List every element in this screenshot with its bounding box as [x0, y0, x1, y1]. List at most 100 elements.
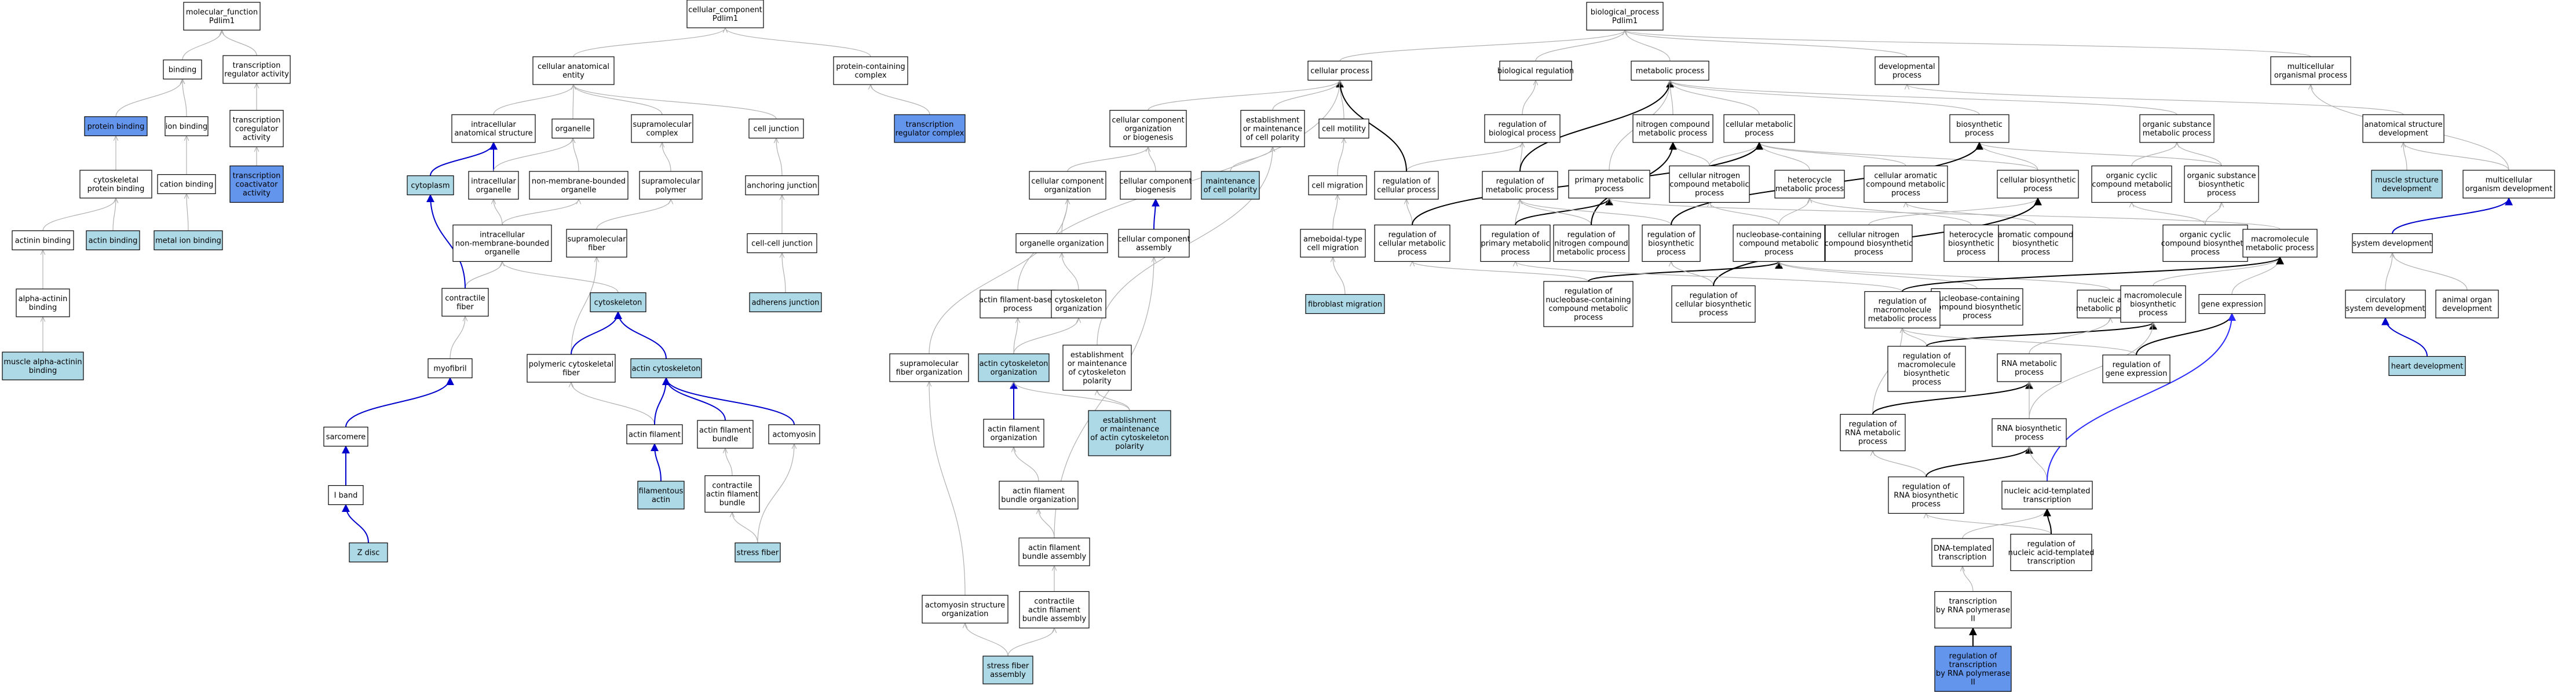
go-term-node-binding[interactable]: binding: [163, 59, 202, 80]
go-term-node-intracellnonmembr[interactable]: intracellularnon-membrane-boundedorganel…: [452, 224, 552, 262]
go-term-node-myofibril[interactable]: myofibril: [427, 358, 473, 379]
go-term-node-metalionbind[interactable]: metal ion binding: [154, 230, 223, 251]
go-term-node-celljunction[interactable]: cell junction: [748, 118, 804, 139]
go-term-node-heartdev[interactable]: heart development: [2388, 356, 2466, 376]
go-term-node-organelleorg[interactable]: organelle organization: [1015, 233, 1108, 254]
go-term-node-iband[interactable]: I band: [328, 485, 364, 506]
go-term-node-cellmotility[interactable]: cell motility: [1318, 118, 1369, 139]
go-term-node-geneexpr[interactable]: gene expression: [2198, 294, 2266, 314]
go-term-node-regmacromolbiosyn[interactable]: regulation ofmacromoleculebiosyntheticpr…: [1887, 346, 1966, 392]
go-term-node-organelle[interactable]: organelle: [551, 118, 594, 139]
go-term-node-cytoskeleton[interactable]: cytoskeleton: [590, 292, 646, 313]
go-term-node-actinfilament[interactable]: actin filament: [626, 424, 683, 445]
go-term-node-adherensjunction[interactable]: adherens junction: [749, 292, 822, 313]
go-term-node-cytoplasm[interactable]: cytoplasm: [407, 175, 454, 196]
go-term-node-metabproc[interactable]: metabolic process: [1631, 60, 1709, 81]
go-term-node-zdisc[interactable]: Z disc: [349, 542, 388, 563]
go-term-node-fibroblastmig[interactable]: fibroblast migration: [1305, 294, 1385, 314]
go-term-node-cationbind[interactable]: cation binding: [157, 174, 216, 195]
go-term-node-cellcelljunction[interactable]: cell-cell junction: [747, 233, 817, 254]
go-term-node-systemdev[interactable]: system development: [2352, 233, 2433, 254]
go-term-node-actomyosin[interactable]: actomyosin: [768, 424, 820, 445]
go-term-node-actininbind[interactable]: actinin binding: [12, 230, 74, 251]
go-term-node-sarcomere[interactable]: sarcomere: [323, 426, 368, 447]
go-term-node-actincytosk[interactable]: actin cytoskeleton: [630, 358, 702, 379]
go-term-node-cellmigration[interactable]: cell migration: [1308, 175, 1367, 196]
go-term-node-bioreg[interactable]: biological regulation: [1497, 60, 1574, 81]
go-term-node-protbind[interactable]: protein binding: [84, 116, 148, 137]
go-term-node-cellproc[interactable]: cellular process: [1307, 60, 1372, 81]
